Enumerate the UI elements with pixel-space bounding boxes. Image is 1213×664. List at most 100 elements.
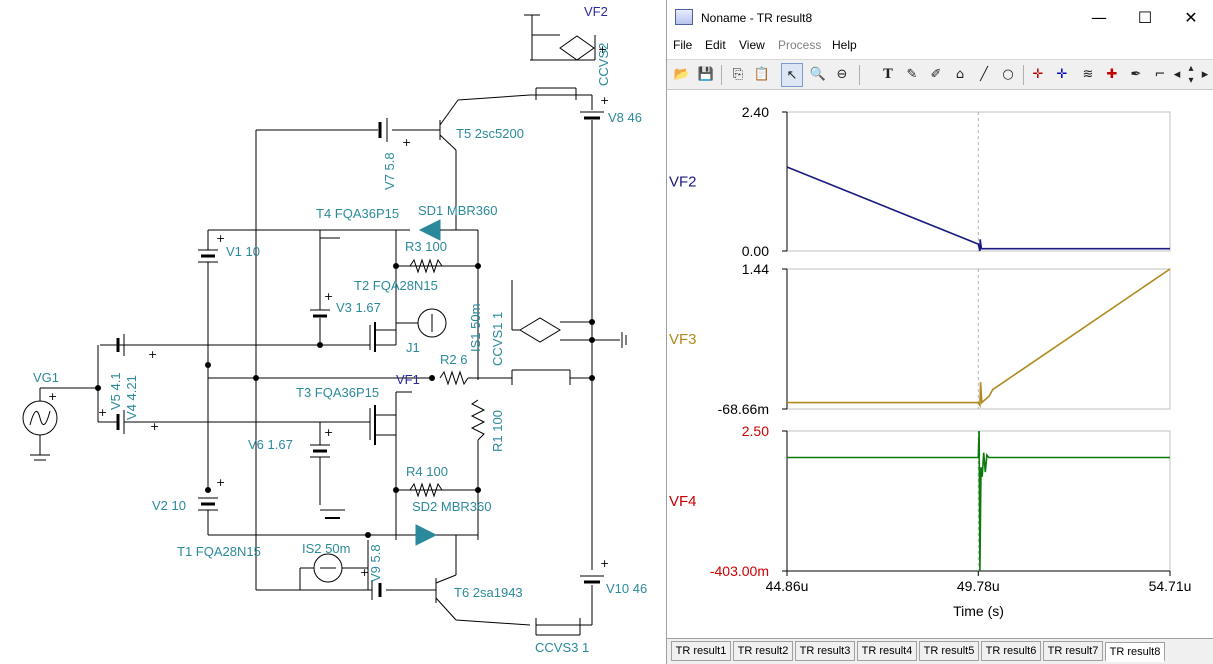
label-t5[interactable]: T5 2sc5200 bbox=[456, 126, 524, 141]
circle-icon[interactable]: ○ bbox=[1002, 67, 1014, 82]
x-tick-label: 44.86u bbox=[766, 578, 809, 594]
scroll-left-icon[interactable]: ◂ bbox=[1173, 67, 1181, 82]
tab-tr-result1[interactable]: TR result1 bbox=[671, 641, 731, 661]
pointer-icon[interactable]: ↖ bbox=[781, 63, 803, 87]
toolbar-separator bbox=[1023, 65, 1024, 85]
save-icon[interactable]: 💾 bbox=[697, 67, 715, 82]
tab-tr-result2[interactable]: TR result2 bbox=[733, 641, 793, 661]
house-icon[interactable]: ⌂ bbox=[955, 67, 965, 82]
tab-tr-result6[interactable]: TR result6 bbox=[981, 641, 1041, 661]
svg-text:+: + bbox=[98, 406, 107, 419]
series-label-vf2: VF2 bbox=[669, 174, 697, 191]
series-line-vf2[interactable] bbox=[786, 166, 1170, 252]
flag-icon[interactable]: ⌐ bbox=[1154, 67, 1166, 82]
window-title: Noname - TR result8 bbox=[701, 11, 813, 25]
label-icon[interactable]: ✎ bbox=[906, 67, 918, 82]
paste-icon[interactable]: 📋 bbox=[753, 67, 771, 82]
label-vf2[interactable]: VF2 bbox=[584, 4, 608, 19]
label-r4[interactable]: R4 100 bbox=[406, 464, 448, 479]
tab-tr-result5[interactable]: TR result5 bbox=[919, 641, 979, 661]
label-t2[interactable]: T2 FQA28N15 bbox=[354, 278, 438, 293]
label-r1[interactable]: R1 100 bbox=[490, 410, 505, 452]
label-r2[interactable]: R2 6 bbox=[440, 352, 468, 367]
zoom-100-icon[interactable]: ⊖ bbox=[836, 67, 848, 82]
menu-view[interactable]: View bbox=[739, 38, 765, 52]
label-t3[interactable]: T3 FQA36P15 bbox=[296, 385, 380, 400]
label-v8[interactable]: V8 46 bbox=[608, 110, 642, 125]
cursor-a-icon[interactable]: ✛ bbox=[1032, 67, 1044, 82]
tab-tr-result8[interactable]: TR result8 bbox=[1105, 642, 1165, 662]
label-v4[interactable]: V4 4.21 bbox=[124, 375, 139, 420]
scroll-updown-icon[interactable]: ▴▾ bbox=[1188, 63, 1194, 86]
svg-text:+: + bbox=[148, 348, 157, 361]
label2-icon[interactable]: ✐ bbox=[930, 67, 942, 82]
menu-file[interactable]: File bbox=[673, 38, 693, 52]
line-icon[interactable]: ╱ bbox=[980, 67, 988, 82]
chart-svg[interactable]: 2.400.00VF21.44-68.66mVF32.50-403.00mVF4… bbox=[667, 91, 1213, 635]
label-sd1[interactable]: SD1 MBR360 bbox=[418, 203, 498, 218]
tab-tr-result3[interactable]: TR result3 bbox=[795, 641, 855, 661]
svg-text:+: + bbox=[216, 476, 225, 489]
toolbar: 📂 💾 ⎘ 📋 ↖ 🔍 ⊖ T ✎ ✐ ⌂ ╱ ○ ✛ ✛ ≋ ✚ ✒ ⌐ ◂ … bbox=[667, 59, 1213, 90]
y-tick-label: 2.40 bbox=[742, 104, 769, 120]
svg-text:+: + bbox=[402, 136, 411, 149]
toolbar-separator bbox=[859, 65, 860, 85]
svg-text:+: + bbox=[360, 566, 369, 579]
menu-process[interactable]: Process bbox=[778, 38, 822, 52]
maximize-button[interactable]: ☐ bbox=[1137, 8, 1153, 27]
svg-text:+: + bbox=[598, 43, 607, 56]
tab-tr-result7[interactable]: TR result7 bbox=[1043, 641, 1103, 661]
menu-help[interactable]: Help bbox=[832, 38, 857, 52]
minimize-button[interactable]: — bbox=[1091, 8, 1107, 27]
y-tick-label: 2.50 bbox=[742, 423, 769, 439]
label-v1[interactable]: V1 10 bbox=[226, 244, 260, 259]
label-t4[interactable]: T4 FQA36P15 bbox=[316, 206, 400, 221]
scroll-right-icon[interactable]: ▸ bbox=[1201, 67, 1209, 82]
label-v5[interactable]: V5 4.1 bbox=[108, 372, 123, 410]
x-axis-label: Time (s) bbox=[953, 603, 1004, 619]
app-icon[interactable] bbox=[675, 9, 693, 25]
menu-bar: File Edit View Process Help bbox=[667, 36, 1213, 56]
label-ccvs2[interactable]: CCVS2 bbox=[596, 42, 611, 86]
y-tick-label: -403.00m bbox=[710, 563, 769, 579]
tr-result-window[interactable]: Noname - TR result8 — ☐ ✕ File Edit View… bbox=[666, 0, 1213, 664]
copy-icon[interactable]: ⎘ bbox=[732, 67, 744, 82]
series-line-vf3[interactable] bbox=[787, 268, 1171, 409]
wave-icon[interactable]: ≋ bbox=[1082, 67, 1094, 82]
pen-icon[interactable]: ✒ bbox=[1130, 67, 1142, 82]
label-v3[interactable]: V3 1.67 bbox=[336, 300, 381, 315]
zoom-in-icon[interactable]: 🔍 bbox=[809, 67, 827, 82]
cursor-b-icon[interactable]: ✛ bbox=[1056, 67, 1068, 82]
label-v7[interactable]: V7 5.8 bbox=[382, 152, 397, 190]
menu-edit[interactable]: Edit bbox=[705, 38, 726, 52]
label-ccvs3[interactable]: CCVS3 1 bbox=[535, 640, 590, 655]
label-v2[interactable]: V2 10 bbox=[152, 498, 186, 513]
y-tick-label: 1.44 bbox=[742, 261, 769, 277]
tab-tr-result4[interactable]: TR result4 bbox=[857, 641, 917, 661]
series-label-vf4: VF4 bbox=[669, 493, 697, 510]
open-icon[interactable]: 📂 bbox=[673, 67, 691, 82]
label-v6[interactable]: V6 1.67 bbox=[248, 437, 293, 452]
label-sd2[interactable]: SD2 MBR360 bbox=[412, 499, 492, 514]
x-tick-label: 49.78u bbox=[957, 578, 1000, 594]
label-is1[interactable]: IS1 50m bbox=[468, 303, 483, 352]
title-bar[interactable]: Noname - TR result8 — ☐ ✕ bbox=[667, 0, 1213, 36]
close-button[interactable]: ✕ bbox=[1184, 8, 1198, 27]
label-vg1[interactable]: VG1 bbox=[33, 370, 60, 385]
add-curve-icon[interactable]: ✚ bbox=[1106, 67, 1118, 82]
text-icon[interactable]: T bbox=[883, 67, 893, 82]
label-t1[interactable]: T1 FQA28N15 bbox=[177, 544, 261, 559]
label-j1[interactable]: J1 bbox=[406, 340, 420, 355]
schematic-canvas[interactable]: + + + + + + + + + + + + + VF2 CCVS2 V8 4… bbox=[0, 0, 666, 664]
series-line-vf4[interactable] bbox=[787, 430, 1170, 572]
label-is2[interactable]: IS2 50m bbox=[302, 541, 351, 556]
svg-text:+: + bbox=[150, 420, 159, 433]
label-vf1[interactable]: VF1 bbox=[396, 372, 420, 387]
label-t6[interactable]: T6 2sa1943 bbox=[454, 585, 523, 600]
label-r3[interactable]: R3 100 bbox=[405, 239, 447, 254]
label-ccvs1[interactable]: CCVS1 1 bbox=[490, 311, 505, 366]
label-v9[interactable]: V9 5.8 bbox=[368, 544, 383, 582]
label-v10[interactable]: V10 46 bbox=[606, 581, 648, 596]
